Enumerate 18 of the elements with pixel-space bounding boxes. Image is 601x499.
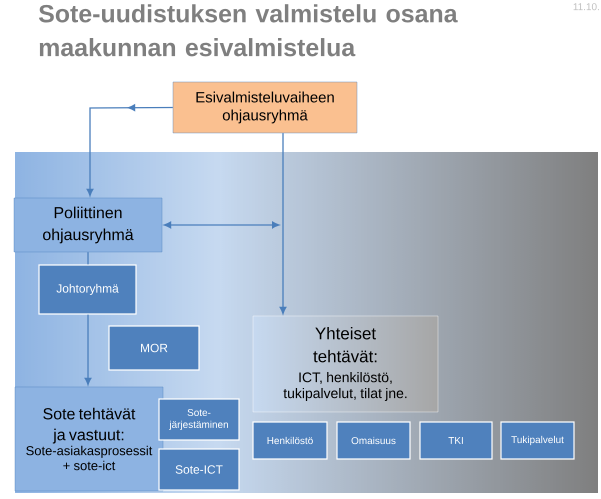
process-box: MOR <box>108 325 200 371</box>
process-box: Omaisuus <box>336 421 411 460</box>
process-box: Poliittinen ohjausryhmä <box>14 198 162 252</box>
arrow <box>280 133 286 314</box>
process-box: Henkilöstö <box>252 421 328 460</box>
process-box: Tukipalvelut <box>500 421 575 460</box>
process-box: Johtoryhmä <box>38 264 137 315</box>
process-box: Sote tehtävät ja vastuut: Sote-asiakasprosessit + sote-ict <box>14 386 164 492</box>
arrow <box>86 104 173 196</box>
arrow <box>84 314 92 386</box>
arrow <box>164 222 280 228</box>
process-box: Esivalmisteluvaiheen ohjausryhmä <box>172 82 358 134</box>
date-label: 11.10. <box>574 3 599 10</box>
process-box: Sote-ICT <box>158 448 240 491</box>
process-box: Sote-järjestäminen <box>158 398 240 441</box>
title: Sote-uudistuksen valmistelu osana maakunnan esivalmistelua <box>38 4 458 56</box>
process-box: Yhteiset tehtävät: ICT, henkilöstö, tukipalvelut, tilat jne. <box>252 316 438 412</box>
process-box: TKI <box>419 421 493 460</box>
